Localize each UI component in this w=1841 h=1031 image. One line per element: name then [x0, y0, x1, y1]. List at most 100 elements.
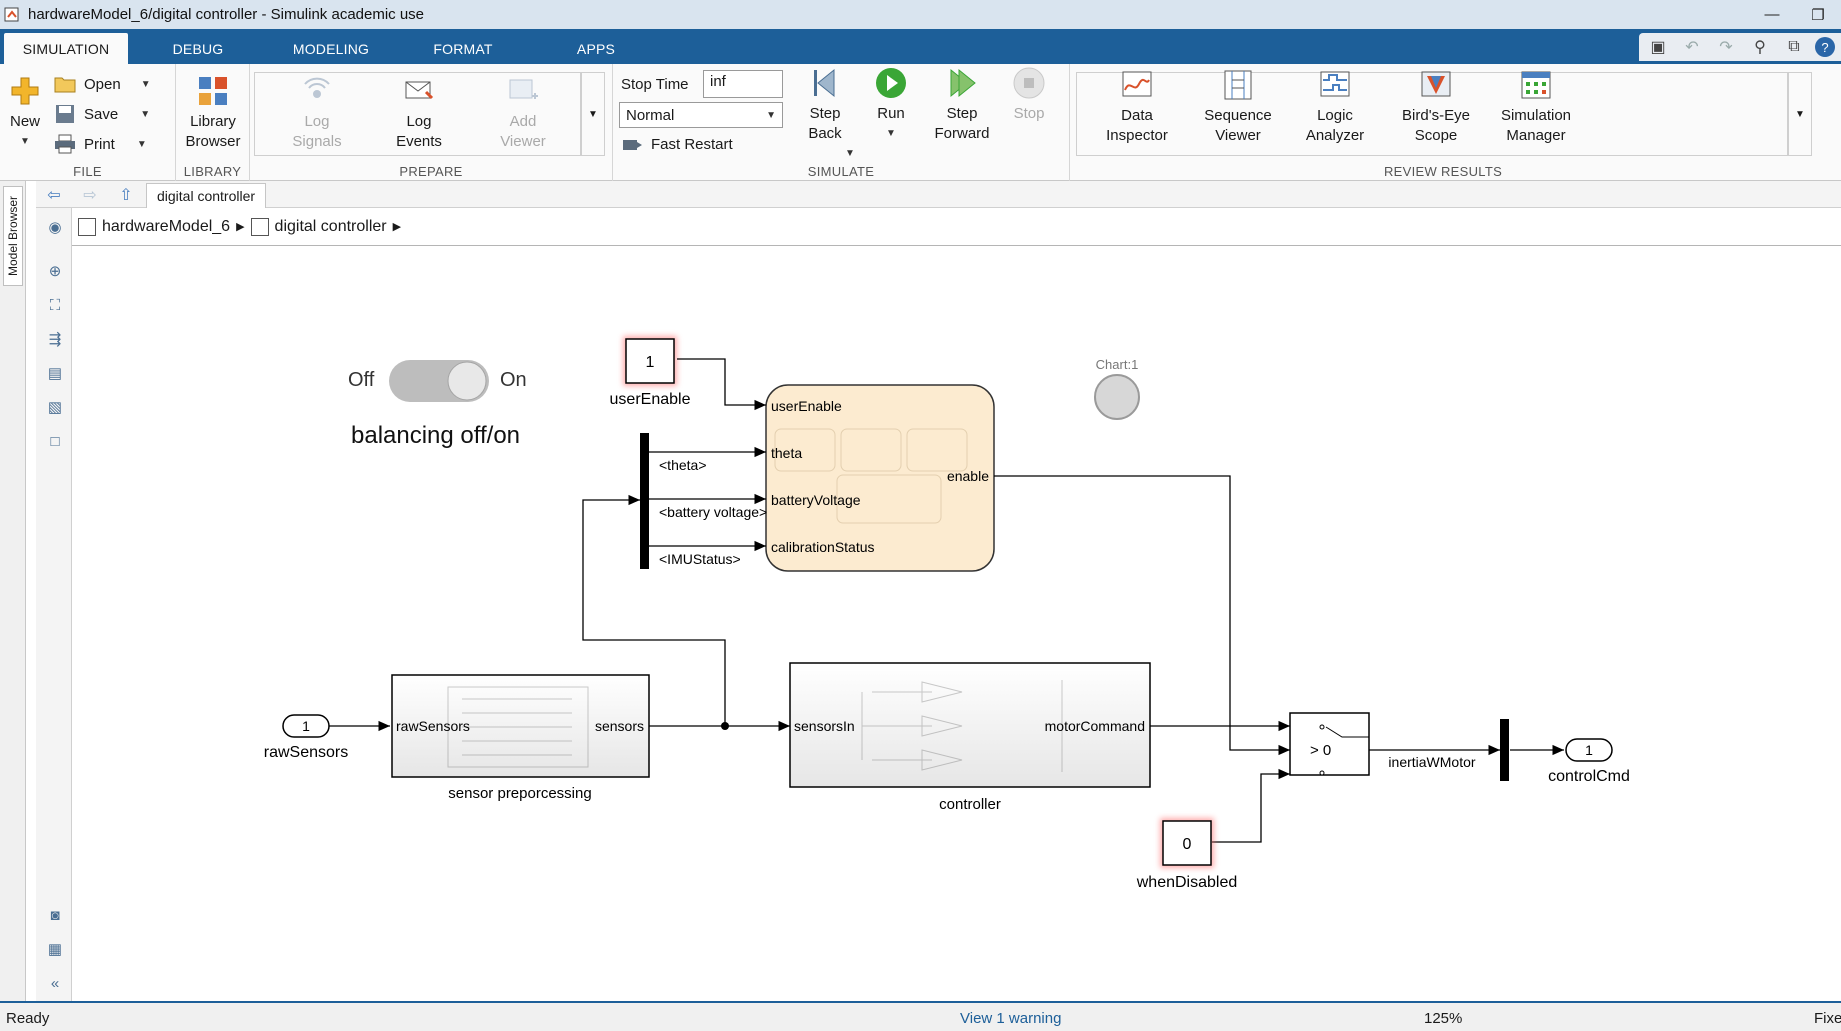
tab-simulation[interactable]: SIMULATION: [4, 33, 128, 64]
fast-restart-label: Fast Restart: [651, 135, 733, 153]
diagram-canvas[interactable]: Off On balancing off/on 1 userEnable Cha…: [72, 247, 1841, 1001]
chevron-down-icon: ▼: [1795, 108, 1805, 120]
annotation-icon[interactable]: ▤: [47, 365, 63, 382]
printer-icon: [55, 134, 75, 154]
redo-icon[interactable]: ↷: [1719, 39, 1733, 56]
chevron-down-icon: ▼: [20, 136, 30, 147]
control-cmd-outport[interactable]: [1565, 738, 1613, 762]
tab-modeling[interactable]: MODELING: [292, 40, 370, 57]
controller-subsystem[interactable]: [789, 662, 1151, 788]
minimize-button[interactable]: —: [1764, 6, 1780, 23]
image-icon[interactable]: ▧: [47, 399, 63, 416]
simulation-manager-button[interactable]: Simulation Manager: [1490, 68, 1582, 146]
toggle-knob[interactable]: [447, 361, 487, 401]
simulation-mode-value: Normal: [626, 106, 675, 124]
outport-label: controlCmd: [1548, 768, 1630, 785]
up-arrow-icon[interactable]: ⇧: [119, 187, 133, 204]
review-gallery-expand[interactable]: ▼: [1788, 72, 1812, 156]
prepare-gallery-expand[interactable]: ▼: [581, 72, 605, 156]
solver-info[interactable]: Fixe: [1814, 1010, 1841, 1027]
undo-icon[interactable]: ↶: [1685, 39, 1699, 56]
log-signals-button[interactable]: Log Signals: [284, 74, 350, 152]
back-arrow-icon[interactable]: ⇦: [47, 187, 61, 204]
zoom-level[interactable]: 125%: [1424, 1010, 1463, 1027]
tab-apps[interactable]: APPS: [576, 40, 616, 57]
save-button[interactable]: Save ▼: [54, 104, 150, 124]
disabled-value: 0: [1183, 836, 1192, 853]
search-icon[interactable]: ⚲: [1754, 39, 1766, 56]
logic-analyzer-button[interactable]: Logic Analyzer: [1294, 68, 1376, 146]
window-title: hardwareModel_6/digital controller - Sim…: [28, 6, 425, 23]
library-browser-button[interactable]: Library Browser: [182, 74, 244, 152]
controller-port-out: motorCommand: [1045, 718, 1145, 734]
add-viewer-icon: [509, 79, 538, 99]
chart-status-lamp[interactable]: [1094, 374, 1140, 420]
switch-block[interactable]: [1289, 712, 1370, 776]
tab-format[interactable]: FORMAT: [433, 40, 493, 57]
birds-eye-scope-button[interactable]: Bird's-Eye Scope: [1390, 68, 1482, 146]
simulation-manager-label: Simulation Manager: [1500, 107, 1572, 144]
controller-port-in: sensorsIn: [794, 718, 855, 734]
bus-creator[interactable]: [1500, 719, 1509, 781]
file-group-label: FILE: [73, 164, 102, 179]
sequence-viewer-button[interactable]: Sequence Viewer: [1192, 68, 1284, 146]
bus-selector[interactable]: [640, 433, 649, 569]
open-button[interactable]: Open ▼: [54, 74, 151, 94]
step-back-button[interactable]: Step Back: [801, 66, 849, 144]
review-results-group-label: REVIEW RESULTS: [1383, 164, 1503, 179]
sensor-preprocessing-subsystem[interactable]: [391, 674, 650, 778]
subsystem-preview-icon: [447, 686, 589, 768]
logic-analyzer-label: Logic Analyzer: [1305, 107, 1365, 144]
switch-window-icon[interactable]: ⧉: [1788, 38, 1800, 55]
bus-signal-theta: <theta>: [659, 457, 707, 473]
tab-debug[interactable]: DEBUG: [172, 40, 224, 57]
stateflow-chart-block[interactable]: [765, 384, 995, 572]
warnings-link[interactable]: View 1 warning: [960, 1010, 1062, 1027]
print-button[interactable]: Print ▼: [54, 134, 147, 154]
sequence-viewer-label: Sequence Viewer: [1204, 107, 1272, 144]
forward-arrow-icon[interactable]: ⇨: [83, 187, 97, 204]
screenshot-icon[interactable]: ◙: [50, 906, 60, 924]
raw-sensors-inport[interactable]: [282, 714, 330, 738]
bus-signal-battery: <battery voltage>: [659, 504, 767, 520]
chevron-down-icon: ▼: [766, 109, 776, 121]
breadcrumb-root[interactable]: hardwareModel_6: [102, 217, 231, 235]
restore-button[interactable]: ❐: [1811, 6, 1825, 24]
breadcrumb-arrow-icon[interactable]: ▶: [236, 221, 245, 233]
breadcrumb-arrow-icon[interactable]: ▶: [392, 221, 402, 233]
fit-to-view-icon[interactable]: ⛶: [49, 296, 61, 314]
user-enable-constant[interactable]: [625, 338, 675, 384]
simulink-app-icon: [4, 7, 19, 21]
step-forward-button[interactable]: Step Forward: [931, 66, 993, 144]
chart-indicator-label: Chart:1: [1096, 357, 1139, 372]
breadcrumb-child[interactable]: digital controller: [274, 217, 387, 235]
zoom-icon[interactable]: ⊕: [48, 263, 62, 280]
area-icon[interactable]: □: [50, 432, 60, 450]
model-breadcrumb: hardwareModel_6 ▶ digital controller ▶: [72, 208, 1841, 246]
arrange-icon[interactable]: ⇶: [48, 331, 62, 348]
stop-button[interactable]: Stop: [1007, 66, 1051, 124]
run-play-icon: [876, 68, 906, 98]
log-events-button[interactable]: Log Events: [386, 74, 452, 152]
stop-time-input[interactable]: inf: [703, 70, 783, 98]
chevron-down-icon[interactable]: ▼: [845, 148, 855, 159]
step-forward-icon: [950, 68, 976, 98]
fast-restart-toggle[interactable]: Fast Restart: [621, 134, 733, 154]
switch-off-label: Off: [348, 369, 375, 391]
data-inspector-button[interactable]: Data Inspector: [1098, 68, 1176, 146]
prepare-group: Log Signals Log Events Add Viewer ▼ PREP…: [250, 64, 612, 181]
model-browser-tab[interactable]: Model Browser: [3, 186, 23, 286]
property-inspector-icon[interactable]: ▦: [47, 941, 63, 958]
save-icon[interactable]: ▣: [1650, 39, 1666, 56]
collapse-icon[interactable]: «: [50, 974, 60, 992]
user-enable-label: userEnable: [610, 391, 691, 408]
model-tab-digital-controller[interactable]: digital controller: [146, 183, 267, 208]
add-viewer-button[interactable]: Add Viewer: [490, 74, 556, 152]
run-button[interactable]: Run ▼: [869, 66, 913, 144]
when-disabled-constant[interactable]: [1162, 820, 1212, 866]
chevron-down-icon: ▼: [140, 108, 151, 120]
simulation-mode-select[interactable]: Normal ▼: [619, 102, 783, 128]
help-icon[interactable]: ?: [1815, 37, 1835, 57]
hide-explorer-icon[interactable]: ◉: [48, 219, 62, 236]
new-button[interactable]: New ▼: [4, 74, 46, 152]
